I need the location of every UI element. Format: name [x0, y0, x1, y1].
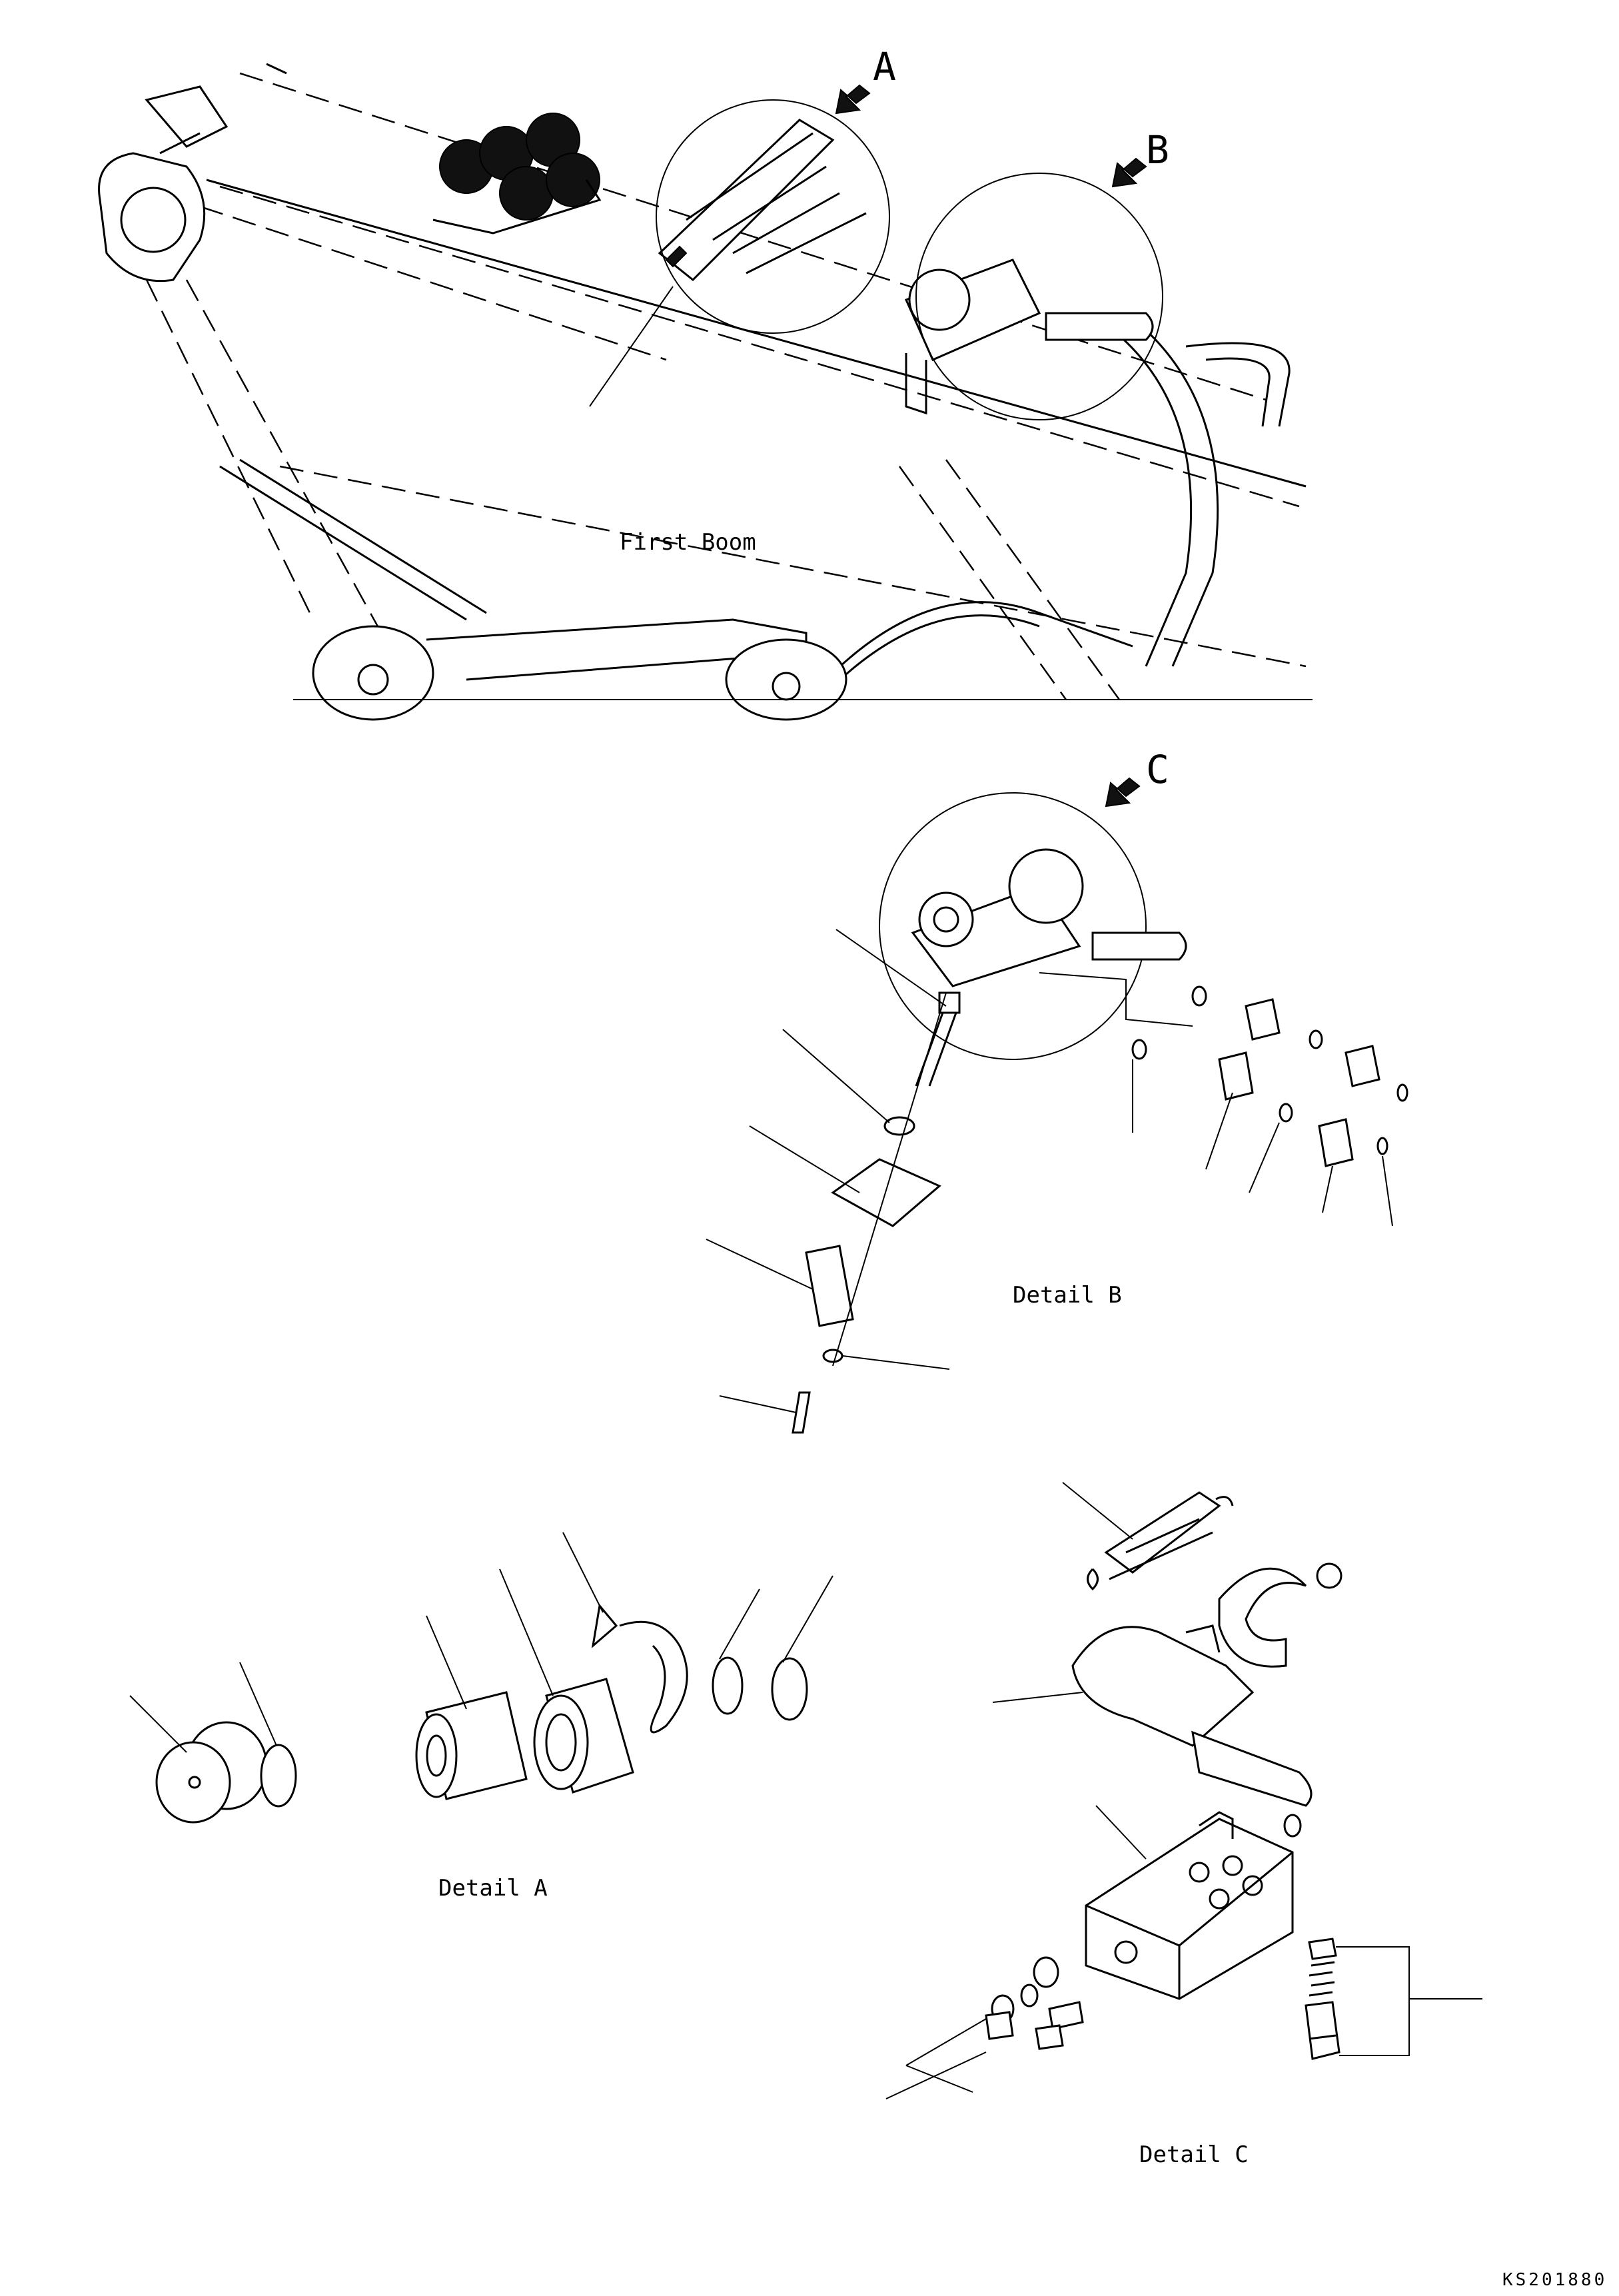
block-fittings	[985, 1956, 1084, 2050]
detail-a-caption: Detail A	[438, 1875, 548, 1902]
relief-valve-assembly	[1305, 1938, 1341, 2060]
detail-c-caption: Detail C	[1139, 2141, 1249, 2168]
first-boom-caption: First Boom	[620, 529, 756, 556]
lever-assembly	[911, 848, 1187, 987]
detail-a-leaders	[129, 1532, 833, 1753]
view-arrow-a	[835, 84, 871, 115]
coupler-group-small	[432, 113, 602, 235]
detail-circle-a	[656, 99, 890, 334]
washer	[883, 1116, 915, 1136]
view-label-a: A	[873, 44, 896, 89]
quick-coupler-male	[415, 1691, 528, 1800]
detail-a: Detail A	[129, 1532, 833, 1902]
mounting-plate	[831, 1158, 941, 1227]
view-label-b: B	[1146, 127, 1169, 173]
detail-b: C	[706, 747, 1408, 1434]
small-washer	[822, 1349, 843, 1363]
coupler-cap	[155, 1721, 268, 1824]
detail-circle-c	[879, 792, 1147, 1060]
detail-b-leaders	[706, 929, 1393, 1413]
latch-plate	[1087, 1491, 1234, 1591]
small-bolt	[792, 1391, 811, 1434]
drawing-code: KS201880	[1502, 2270, 1607, 2290]
cam-plate	[1218, 1567, 1307, 1668]
hydraulic-fittings	[1131, 985, 1408, 1167]
valve-block	[1085, 1811, 1294, 2000]
lever-group-b	[904, 259, 1154, 415]
boom-end-cap	[98, 85, 229, 283]
detail-b-caption: Detail B	[1013, 1282, 1122, 1309]
lanyard-pin	[591, 1603, 688, 1734]
detail-c: Detail C	[885, 1482, 1482, 2168]
coupler-nut	[533, 1678, 634, 1794]
coupler-block-a	[658, 119, 867, 282]
detail-c-leaders	[885, 1482, 1147, 2099]
lever-handle	[1071, 1624, 1313, 1807]
view-arrow-c	[1105, 777, 1141, 808]
view-arrow-b	[1111, 157, 1147, 188]
first-boom-overview: A B First Boom	[98, 44, 1313, 721]
view-label-c: C	[1146, 747, 1169, 792]
o-ring-1	[712, 1656, 744, 1715]
o-ring-2	[771, 1657, 808, 1721]
cam-nut	[1316, 1562, 1343, 1589]
detail-circle-b	[915, 173, 1163, 420]
block-o-ring	[1283, 1814, 1302, 1838]
boom-foot-joints	[312, 618, 847, 721]
cap-o-ring	[260, 1744, 297, 1808]
spacer-tube	[805, 1245, 854, 1327]
